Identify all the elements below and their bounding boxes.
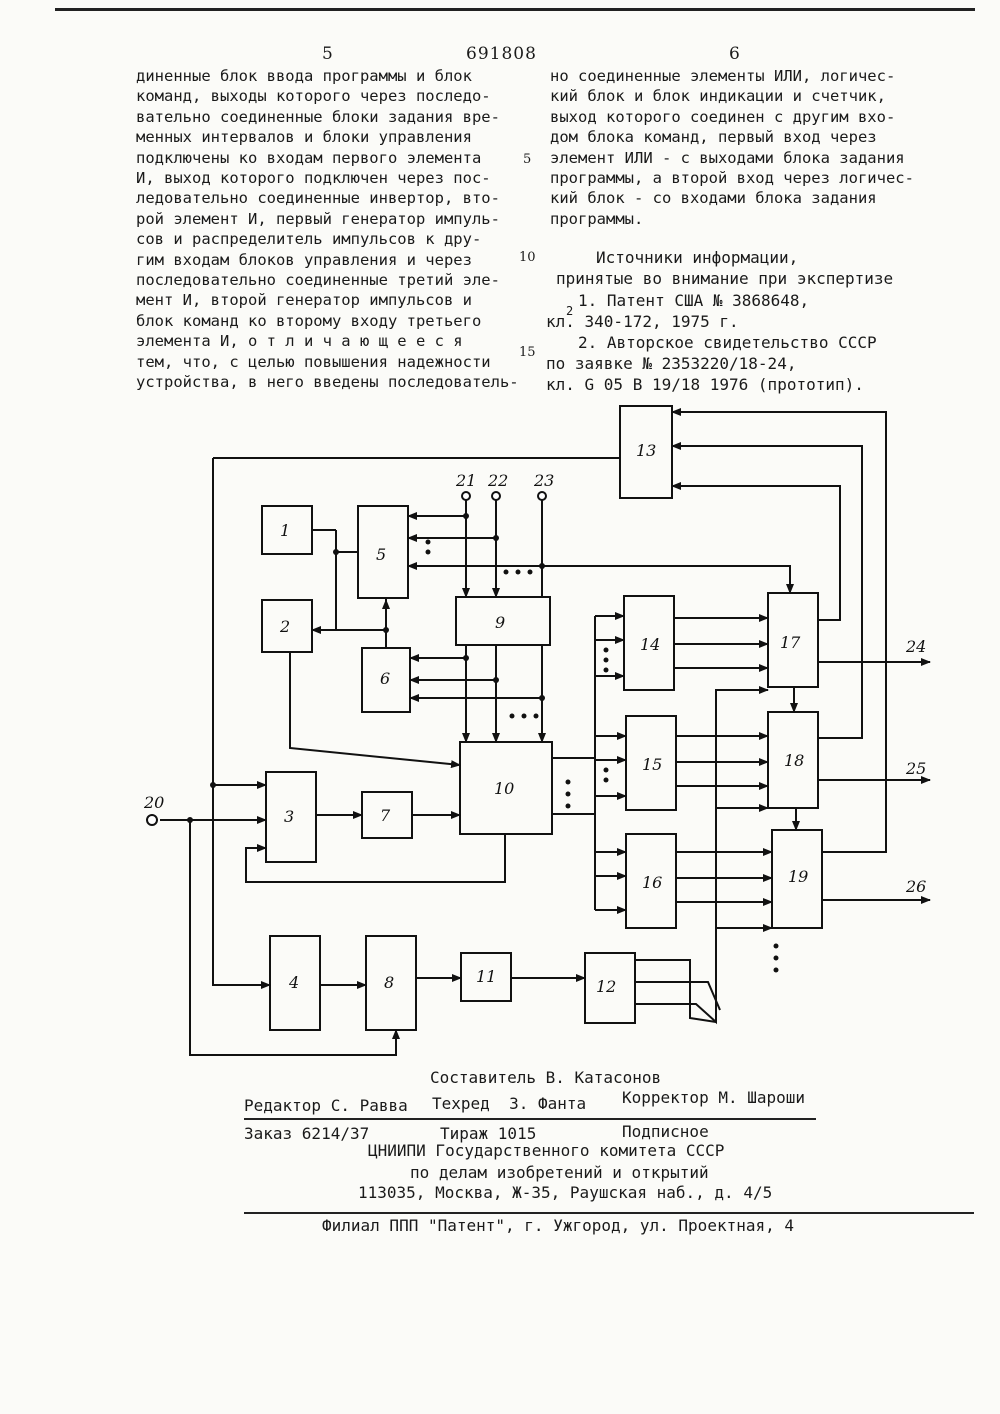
label-15: 15	[642, 755, 662, 774]
terminal-22	[492, 492, 500, 500]
compiler: Составитель В. Катасонов	[430, 1068, 661, 1087]
org-line-2: по делам изобретений и открытий	[410, 1163, 709, 1182]
org-line-1: ЦНИИПИ Государственного комитета СССР	[368, 1141, 724, 1160]
address: 113035, Москва, Ж-35, Раушская наб., д. …	[358, 1183, 772, 1202]
label-7: 7	[380, 806, 391, 825]
label-13: 13	[636, 441, 656, 460]
label-18: 18	[784, 751, 804, 770]
terminal-label-25: 25	[905, 759, 926, 778]
terminal-21	[462, 492, 470, 500]
subscription: Подписное	[622, 1122, 709, 1141]
label-2: 2	[279, 617, 290, 636]
editor: Редактор С. Равва	[244, 1096, 408, 1115]
terminal-label-21: 21	[455, 471, 476, 490]
label-5: 5	[376, 545, 386, 564]
label-16: 16	[642, 873, 662, 892]
corrector: Корректор М. Шароши	[622, 1088, 805, 1107]
terminal-20	[147, 815, 157, 825]
terminal-label-24: 24	[905, 637, 926, 656]
terminal-label-23: 23	[533, 471, 554, 490]
label-12: 12	[596, 977, 616, 996]
label-11: 11	[476, 967, 496, 986]
label-14: 14	[640, 635, 660, 654]
terminal-23	[538, 492, 546, 500]
label-4: 4	[288, 973, 299, 992]
rule-1	[244, 1118, 816, 1120]
branch: Филиал ППП "Патент", г. Ужгород, ул. Про…	[322, 1216, 794, 1235]
label-19: 19	[788, 867, 808, 886]
terminal-label-20: 20	[143, 793, 164, 812]
block-labels: 1 2 3 4 5 6 7 8 9 10 11 12 13 14 15 16 1…	[143, 441, 926, 996]
terminal-label-26: 26	[905, 877, 926, 896]
label-1: 1	[280, 521, 290, 540]
label-8: 8	[384, 973, 394, 992]
label-9: 9	[495, 613, 505, 632]
label-6: 6	[380, 669, 390, 688]
label-3: 3	[284, 807, 294, 826]
label-17: 17	[780, 633, 801, 652]
techred: Техред З. Фанта	[432, 1094, 586, 1113]
rule-2	[244, 1212, 974, 1214]
order: Заказ 6214/37	[244, 1124, 369, 1143]
terminal-label-22: 22	[487, 471, 508, 490]
label-10: 10	[494, 779, 514, 798]
